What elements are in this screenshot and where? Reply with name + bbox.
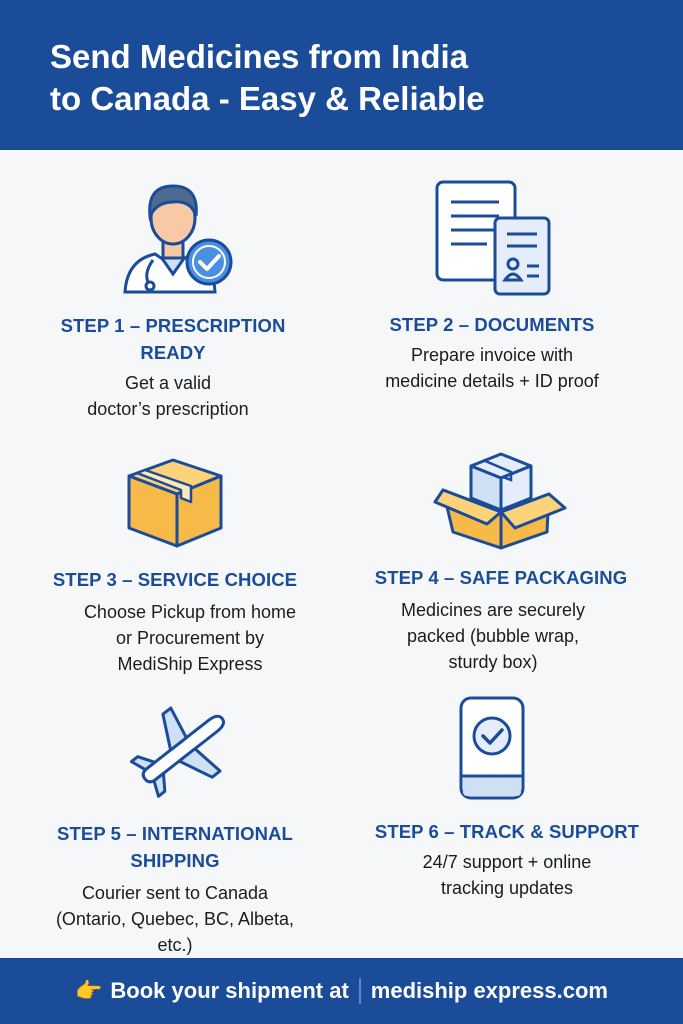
airplane-icon [129,706,225,798]
step-1: STEP 1 – PRESCRIPTION READY Get a valid … [3,174,343,422]
step-title: STEP 3 – SERVICE CHOICE [52,569,298,590]
step-6: STEP 6 – TRACK & SUPPORT 24/7 support + … [322,696,662,901]
step-title: STEP 5 – INTERNATIONAL SHIPPING [57,823,293,871]
step-description: Courier sent to Canada (Ontario, Quebec,… [55,883,295,955]
step-2: STEP 2 – DOCUMENTS Prepare invoice with … [322,178,662,394]
step-title: STEP 1 – PRESCRIPTION READY [60,315,286,363]
steps-grid: STEP 1 – PRESCRIPTION READY Get a valid … [0,150,683,958]
step-description: Get a valid doctor’s prescription [87,373,249,419]
phone-check-icon [459,696,525,800]
step-title: STEP 6 – TRACK & SUPPORT [374,821,640,842]
footer-url-link[interactable]: mediship express.com [370,978,608,1003]
documents-icon [435,180,551,296]
step-title: STEP 2 – DOCUMENTS [389,314,595,335]
footer-divider [358,978,361,1004]
step-4: STEP 4 – SAFE PACKAGING Medicines are se… [331,436,671,675]
doctor-icon [123,184,233,294]
step-description: Prepare invoice with medicine details + … [385,345,599,391]
footer-cta-text: Book your shipment at [110,978,349,1003]
open-box-icon [433,452,567,550]
header-banner: Send Medicines from India to Canada - Ea… [0,0,683,150]
step-description: Medicines are securely packed (bubble wr… [400,600,586,672]
title-line-1: Send Medicines from India [50,38,469,75]
step-title: STEP 4 – SAFE PACKAGING [374,567,628,588]
step-description: Choose Pickup from home or Procurement b… [83,602,297,674]
title-line-2: to Canada - Easy & Reliable [50,80,485,117]
box-icon [127,458,223,548]
step-5: STEP 5 – INTERNATIONAL SHIPPING Courier … [12,702,352,958]
step-3: STEP 3 – SERVICE CHOICE Choose Pickup fr… [5,452,345,677]
footer-banner: 👉 Book your shipment at mediship express… [0,958,683,1024]
page-title: Send Medicines from India to Canada - Ea… [50,36,610,120]
step-description: 24/7 support + online tracking updates [422,852,592,898]
pointing-hand-icon: 👉 [75,978,103,1003]
